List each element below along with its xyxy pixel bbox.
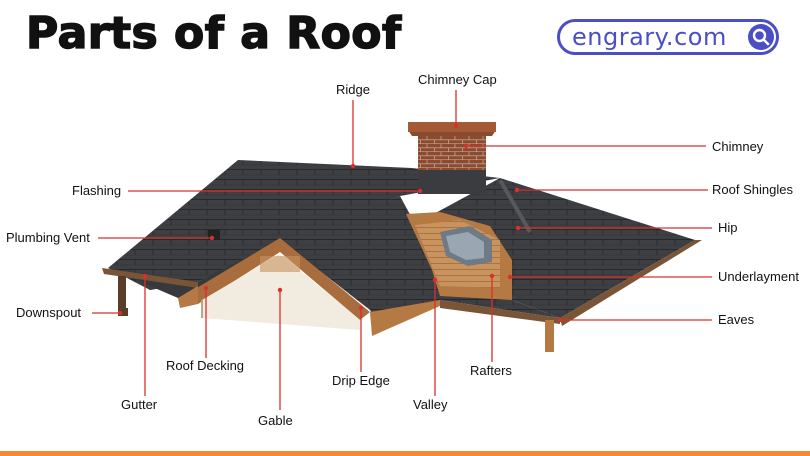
search-icon [748, 24, 774, 50]
label-chimney: Chimney [712, 139, 764, 154]
label-rafters: Rafters [470, 363, 512, 378]
label-gable: Gable [258, 413, 293, 428]
plumbing-vent-pipe [208, 230, 220, 240]
label-plumbing-vent: Plumbing Vent [6, 230, 90, 245]
label-gutter: Gutter [121, 397, 158, 412]
exposed-rafters [406, 212, 512, 300]
page-title: Parts of a Roof [25, 7, 402, 60]
label-drip-edge: Drip Edge [332, 373, 390, 388]
label-eaves: Eaves [718, 312, 755, 327]
gable-wall [201, 254, 360, 330]
roof-trim [102, 240, 702, 352]
brand-name: engrary.com [572, 23, 727, 51]
leader-lines [92, 90, 712, 410]
roof-body [108, 160, 695, 330]
label-roof-decking: Roof Decking [166, 358, 245, 373]
label-chimney-cap: Chimney Cap [418, 72, 497, 87]
label-ridge: Ridge [336, 82, 370, 97]
label-downspout: Downspout [16, 305, 82, 320]
chimney [408, 122, 496, 194]
label-flashing: Flashing [72, 183, 122, 198]
brand-badge[interactable]: engrary.com [557, 19, 779, 55]
label-underlayment: Underlayment [718, 269, 799, 284]
accent-bar [0, 451, 810, 456]
label-valley: Valley [413, 397, 448, 412]
label-roof-shingles: Roof Shingles [712, 182, 793, 197]
label-hip: Hip [718, 220, 738, 235]
